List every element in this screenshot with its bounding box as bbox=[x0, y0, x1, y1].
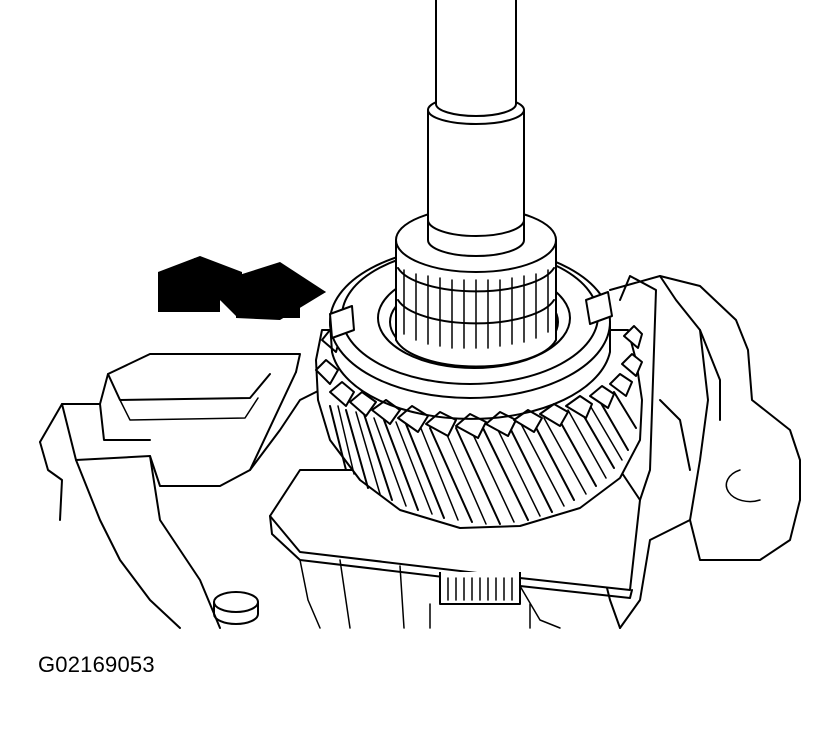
bolt bbox=[213, 591, 259, 625]
transmission-gear-illustration bbox=[39, 0, 801, 629]
lower-shaft bbox=[429, 572, 531, 629]
main-shaft bbox=[427, 0, 525, 257]
transmission-case bbox=[39, 353, 321, 629]
arrow-icon bbox=[158, 256, 326, 320]
figure-code: G02169053 bbox=[38, 652, 155, 677]
